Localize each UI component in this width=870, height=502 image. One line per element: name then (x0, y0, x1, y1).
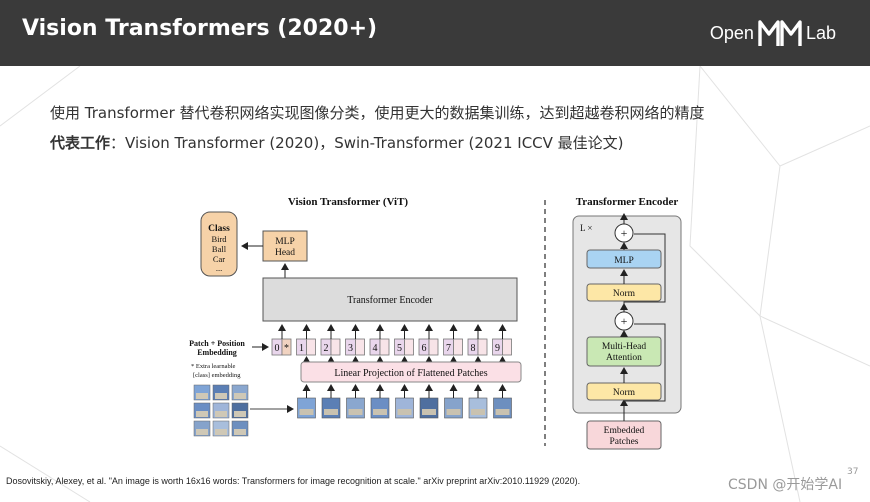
patch-embedding-9 (502, 338, 512, 356)
class-box-title: Class (208, 224, 230, 234)
mlp-label: MLP (614, 256, 634, 266)
patch-embedding-label-2: Embedding (197, 348, 237, 357)
transformer-encoder-box (262, 277, 518, 322)
class-item-ball: Ball (212, 244, 227, 254)
patch-embedding-0 (281, 338, 292, 356)
source-image-tile-building (215, 411, 227, 417)
source-image-tile-building (196, 429, 208, 435)
token-index-6: 6 (422, 343, 427, 354)
representative-work-text: ：Vision Transformer (2020)，Swin-Transfor… (110, 134, 624, 152)
image-patch-building-7 (446, 409, 461, 415)
class-token-marker: * (284, 343, 289, 354)
mha-label-1: Multi-Head (602, 342, 647, 352)
image-patch-building-9 (495, 409, 510, 415)
header-bar: Vision Transformers (2020+) Open Lab (0, 0, 870, 66)
embedded-patches-label-1: Embedded (604, 426, 645, 436)
token-index-8: 8 (471, 343, 476, 354)
embedded-patches-label-2: Patches (609, 437, 638, 447)
token-index-1: 1 (299, 343, 304, 354)
source-image-tile-building (234, 429, 246, 435)
slide-title: Vision Transformers (2020+) (22, 16, 378, 41)
add-node-2-symbol: + (621, 226, 628, 240)
image-patch-building-5 (397, 409, 412, 415)
class-item-bird: Bird (211, 234, 227, 244)
citation: Dosovitskiy, Alexey, et al. "An image is… (6, 476, 581, 486)
logo-text-open: Open (709, 22, 754, 43)
vit-title: Vision Transformer (ViT) (288, 196, 409, 208)
patch-embedding-3 (355, 338, 365, 356)
image-patch-building-2 (324, 409, 338, 415)
image-patch-building-8 (471, 409, 485, 415)
linear-projection-box (300, 361, 522, 383)
mm-logo-icon (758, 20, 802, 46)
source-image-grid (193, 384, 249, 437)
class-item-car: Car (213, 254, 225, 264)
body-line-2: 代表工作：Vision Transformer (2020)，Swin-Tran… (50, 132, 624, 153)
patch-sequence (297, 384, 512, 419)
patch-embedding-8 (477, 338, 488, 356)
source-image-tile-building (215, 429, 227, 435)
patch-embedding-1 (306, 338, 316, 356)
body-line-1: 使用 Transformer 替代卷积网络实现图像分类，使用更大的数据集训练，达… (50, 104, 705, 122)
extra-note-2: [class] embedding (193, 372, 241, 379)
watermark: CSDN @开始学AI (728, 477, 843, 493)
class-box (200, 211, 238, 277)
patch-embedding-6 (428, 338, 439, 356)
source-image-tile-building (215, 393, 227, 399)
token-index-9: 9 (495, 343, 500, 354)
image-patch-building-1 (299, 409, 314, 415)
norm-top-label: Norm (613, 289, 636, 299)
image-patch-building-4 (373, 409, 387, 415)
token-index-4: 4 (373, 343, 378, 354)
patch-embedding-7 (453, 338, 463, 356)
token-index-3: 3 (348, 343, 353, 354)
mha-label-2: Attention (606, 353, 642, 363)
image-patch-building-6 (422, 409, 436, 415)
linear-projection-label: Linear Projection of Flattened Patches (334, 368, 487, 379)
image-patch-building-3 (348, 409, 363, 415)
patch-embedding-2 (330, 338, 341, 356)
source-image-tile-building (196, 411, 208, 417)
encoder-detail-title: Transformer Encoder (576, 196, 679, 208)
add-node-1-symbol: + (621, 314, 628, 328)
source-image-tile-building (234, 411, 246, 417)
logo-text-lab: Lab (805, 22, 836, 43)
token-index-0: 0 (275, 343, 280, 354)
source-image-tile-building (234, 393, 246, 399)
patch-embedding-4 (379, 338, 390, 356)
openmmlab-logo: Open Lab (710, 18, 836, 48)
encoder-repeat-label: L × (580, 223, 593, 233)
transformer-encoder-label: Transformer Encoder (347, 295, 433, 306)
mlp-head-label-1: MLP (275, 237, 295, 247)
mlp-head-label-2: Head (275, 248, 295, 258)
page-number: 37 (847, 467, 859, 477)
token-index-2: 2 (324, 343, 329, 354)
extra-note-1: * Extra learnable (191, 363, 236, 370)
patch-embedding-5 (404, 338, 414, 356)
representative-work-label: 代表工作 (50, 134, 111, 152)
norm-bottom-label: Norm (613, 388, 636, 398)
token-index-5: 5 (397, 343, 402, 354)
patch-embedding-label-1: Patch + Position (189, 339, 245, 348)
token-row: 0 * 1 2 3 4 5 6 7 8 9 (271, 324, 512, 363)
source-image-tile-building (196, 393, 208, 399)
token-index-7: 7 (446, 343, 451, 354)
class-item-more: ... (216, 263, 222, 273)
